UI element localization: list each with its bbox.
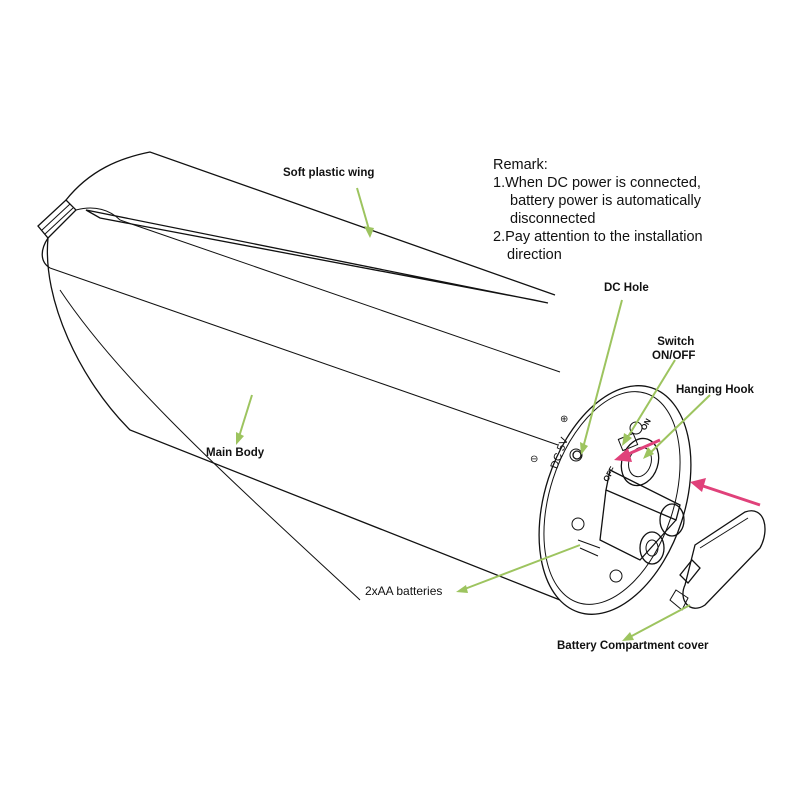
battery-cover-shape xyxy=(669,510,766,611)
label-battery-cover: Battery Compartment cover xyxy=(557,640,709,652)
dc-5v-mark: DC 5V xyxy=(549,435,572,470)
pointer-dc-hole xyxy=(582,299,623,449)
plus-mark: ⊕ xyxy=(560,414,568,425)
label-switch-line2: ON/OFF xyxy=(652,350,696,362)
label-main-body: Main Body xyxy=(206,447,265,459)
remark-line-1: 1.When DC power is connected, xyxy=(493,175,701,191)
pointer-switch xyxy=(625,359,676,441)
pointer-lines xyxy=(236,187,711,641)
off-mark: OFF xyxy=(601,465,617,483)
pointer-main-body xyxy=(237,394,253,441)
label-switch-line1: Switch xyxy=(657,336,695,348)
arrow-switch xyxy=(623,438,661,458)
pointer-batteries xyxy=(461,544,581,591)
direction-arrows xyxy=(614,438,761,507)
label-hanging-hook: Hanging Hook xyxy=(676,384,754,396)
label-dc-hole: DC Hole xyxy=(604,282,649,294)
remark-line-5: direction xyxy=(507,247,562,263)
pointer-wing xyxy=(356,187,371,234)
label-switch: Switch ON/OFF xyxy=(652,335,695,363)
on-mark: ON xyxy=(639,417,653,432)
main-body-shape xyxy=(46,151,561,601)
top-knob xyxy=(37,199,77,269)
pointer-cover xyxy=(627,604,691,639)
remark-line-3: disconnected xyxy=(510,211,596,227)
label-soft-plastic-wing: Soft plastic wing xyxy=(283,167,375,179)
remark-line-2: battery power is automatically xyxy=(510,193,701,209)
arrow-cover xyxy=(699,483,761,507)
panel-marks: DC 5V xyxy=(549,435,572,470)
label-batteries: 2xAA batteries xyxy=(365,584,443,598)
battery-holder xyxy=(577,469,685,565)
remark-title: Remark: xyxy=(493,157,548,173)
pointer-hook xyxy=(647,394,711,456)
remark-line-4: 2.Pay attention to the installation xyxy=(493,229,703,245)
minus-mark: ⊖ xyxy=(530,454,538,465)
remark-note: Remark: 1.When DC power is connected, ba… xyxy=(493,156,703,264)
